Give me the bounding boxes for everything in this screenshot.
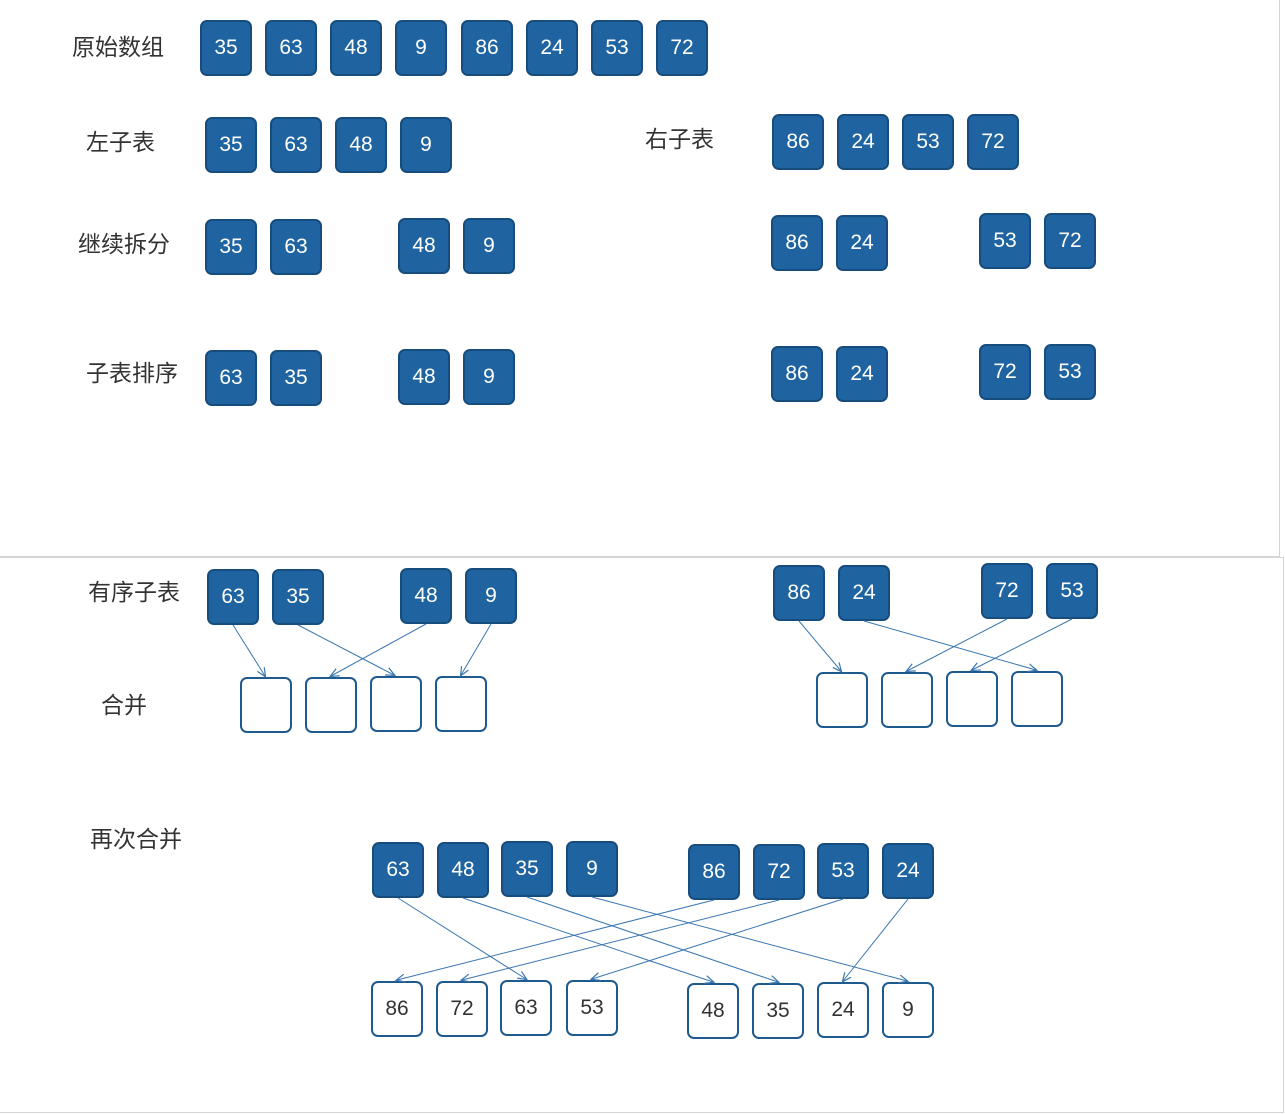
- sorted-box: 72: [979, 344, 1031, 400]
- sorted-box: 53: [1044, 344, 1096, 400]
- merge-slot-empty: [435, 676, 487, 732]
- merge-slot-empty: [881, 672, 933, 728]
- left-sublist-box: 35: [205, 117, 257, 173]
- merge-again-input-box: 9: [566, 841, 618, 897]
- original-box: 53: [591, 20, 643, 76]
- merge-again-input-box: 72: [753, 844, 805, 900]
- label-merge-again: 再次合并: [90, 827, 182, 853]
- bottom-panel: [0, 557, 1284, 1113]
- original-box: 24: [526, 20, 578, 76]
- right-sublist-box: 53: [902, 114, 954, 170]
- merge-slot-empty: [946, 671, 998, 727]
- ordered-box: 9: [465, 568, 517, 624]
- merge-again-result-box: 63: [500, 980, 552, 1036]
- merge-again-result-box: 24: [817, 982, 869, 1038]
- merge-again-input-box: 24: [882, 843, 934, 899]
- label-ordered-sublists: 有序子表: [88, 580, 180, 606]
- original-box: 48: [330, 20, 382, 76]
- merge-again-input-box: 53: [817, 843, 869, 899]
- sorted-box: 9: [463, 349, 515, 405]
- split-box: 9: [463, 218, 515, 274]
- top-panel: [0, 0, 1280, 557]
- sorted-box: 24: [836, 346, 888, 402]
- merge-slot-empty: [240, 677, 292, 733]
- original-box: 86: [461, 20, 513, 76]
- split-box: 53: [979, 213, 1031, 269]
- sorted-box: 35: [270, 350, 322, 406]
- split-box: 48: [398, 218, 450, 274]
- merge-slot-empty: [305, 677, 357, 733]
- left-sublist-box: 48: [335, 117, 387, 173]
- label-original-array: 原始数组: [72, 35, 164, 61]
- label-sort-sublists: 子表排序: [86, 361, 178, 387]
- original-box: 63: [265, 20, 317, 76]
- ordered-box: 48: [400, 568, 452, 624]
- merge-again-result-box: 48: [687, 983, 739, 1039]
- label-continue-split: 继续拆分: [78, 232, 170, 258]
- right-sublist-box: 72: [967, 114, 1019, 170]
- ordered-box: 86: [773, 565, 825, 621]
- ordered-box: 24: [838, 565, 890, 621]
- original-box: 72: [656, 20, 708, 76]
- ordered-box: 35: [272, 569, 324, 625]
- merge-again-result-box: 86: [371, 981, 423, 1037]
- merge-again-result-box: 9: [882, 982, 934, 1038]
- merge-again-input-box: 86: [688, 844, 740, 900]
- merge-slot-empty: [816, 672, 868, 728]
- original-box: 35: [200, 20, 252, 76]
- ordered-box: 53: [1046, 563, 1098, 619]
- merge-again-input-box: 48: [437, 842, 489, 898]
- label-merge: 合并: [101, 693, 147, 719]
- label-left-sublist: 左子表: [86, 130, 155, 156]
- merge-again-result-box: 53: [566, 980, 618, 1036]
- right-sublist-box: 24: [837, 114, 889, 170]
- merge-slot-empty: [1011, 671, 1063, 727]
- merge-again-result-box: 72: [436, 981, 488, 1037]
- sorted-box: 48: [398, 349, 450, 405]
- split-box: 72: [1044, 213, 1096, 269]
- split-box: 35: [205, 219, 257, 275]
- ordered-box: 72: [981, 563, 1033, 619]
- split-box: 63: [270, 219, 322, 275]
- label-right-sublist: 右子表: [645, 127, 714, 153]
- left-sublist-box: 9: [400, 117, 452, 173]
- sorted-box: 86: [771, 346, 823, 402]
- right-sublist-box: 86: [772, 114, 824, 170]
- original-box: 9: [395, 20, 447, 76]
- sorted-box: 63: [205, 350, 257, 406]
- split-box: 86: [771, 215, 823, 271]
- left-sublist-box: 63: [270, 117, 322, 173]
- merge-slot-empty: [370, 676, 422, 732]
- merge-again-input-box: 35: [501, 841, 553, 897]
- split-box: 24: [836, 215, 888, 271]
- ordered-box: 63: [207, 569, 259, 625]
- merge-again-result-box: 35: [752, 983, 804, 1039]
- merge-again-input-box: 63: [372, 842, 424, 898]
